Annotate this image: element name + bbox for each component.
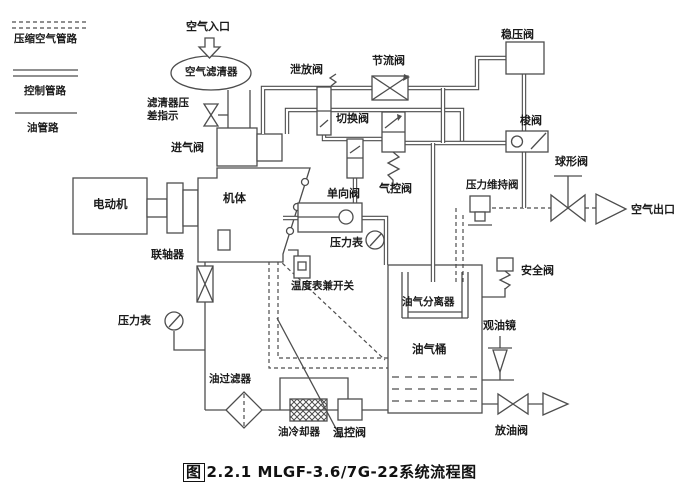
drain-outlet-arrow (542, 392, 570, 416)
label-safety-valve: 安全阀 (521, 264, 554, 277)
legend-oil-line-label: 油管路 (27, 122, 59, 134)
oil-sight-glass-symbol (492, 349, 508, 375)
label-temp-gauge-switch: 温度表兼开关 (291, 280, 354, 292)
oil-drain-valve-symbol (497, 392, 529, 416)
intake-valve-symbol (216, 127, 258, 167)
legend-control-line-label: 控制管路 (24, 85, 66, 97)
figure-caption-text: 2.2.1 MLGF-3.6/7G-22系统流程图 (206, 463, 477, 481)
label-oil-filter: 油过滤器 (209, 373, 251, 385)
label-pressure-gauge-top: 压力表 (330, 236, 363, 249)
valve-symbols (297, 41, 549, 319)
shaft-box (146, 198, 168, 218)
legend-compressed-air-label: 压缩空气管路 (14, 33, 77, 45)
label-switch-valve: 切换阀 (336, 112, 369, 125)
label-oil-gas-separator: 油气分离器 (402, 296, 455, 308)
safety-valve-symbol (496, 257, 514, 272)
pipes-control (260, 55, 527, 282)
stabilizing-valve-symbol (505, 41, 545, 75)
label-pressure-maintaining-valve: 压力维持阀 (466, 179, 519, 191)
coupling-outer (166, 182, 184, 234)
coupling-inner (182, 189, 199, 227)
label-blowoff-valve: 泄放阀 (290, 63, 323, 76)
oil-cooler-symbol (289, 398, 328, 422)
label-oil-gas-tank: 油气桶 (412, 342, 447, 356)
label-air-control-valve: 气控阀 (379, 182, 412, 195)
label-machine-body: 机体 (223, 191, 246, 205)
label-intake-valve: 进气阀 (171, 141, 204, 154)
label-coupling: 联轴器 (151, 248, 184, 261)
label-air-filter: 空气滤清器 (185, 66, 238, 78)
label-stabilizing-valve: 稳压阀 (501, 28, 534, 41)
label-air-outlet: 空气出口 (631, 203, 675, 216)
equipment-shapes (72, 37, 628, 429)
temp-control-valve-symbol (337, 398, 363, 421)
label-oil-cooler: 油冷却器 (278, 426, 320, 438)
machine-body-shape (197, 167, 311, 263)
oil-gas-separator-shape (401, 272, 469, 319)
label-filter-dp-indicator: 滤清器压差指示 (147, 97, 189, 122)
label-check-valve: 单向阀 (327, 187, 360, 200)
label-pressure-gauge-left: 压力表 (118, 314, 151, 327)
figure-caption-marker: 图 (183, 463, 205, 482)
tank-oil-level (392, 376, 478, 402)
label-throttle-valve: 节流阀 (372, 54, 405, 67)
label-shuttle-valve: 梭阀 (520, 114, 542, 127)
pressure-maintaining-valve-symbol (469, 195, 491, 213)
oil-gas-tank-shape (387, 264, 483, 414)
label-temp-control-valve: 温控阀 (333, 426, 366, 439)
label-oil-drain-valve: 放油阀 (495, 424, 528, 437)
label-motor: 电动机 (93, 197, 128, 211)
air-outlet-arrow (595, 192, 628, 226)
air-inlet-arrow (197, 37, 222, 59)
label-oil-sight-glass: 观油镜 (483, 319, 516, 332)
filter-dp-symbol (202, 103, 220, 127)
label-air-inlet: 空气入口 (186, 20, 230, 33)
label-ball-valve: 球形阀 (555, 155, 588, 168)
